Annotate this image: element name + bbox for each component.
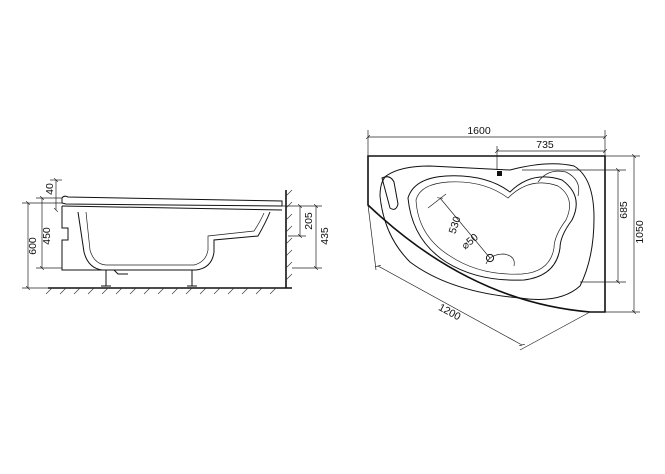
plan-top-dimensions bbox=[368, 130, 605, 170]
tub-profile bbox=[61, 195, 283, 287]
bathtub-rim bbox=[379, 163, 595, 300]
drain-circle bbox=[485, 253, 495, 263]
dim-rim-height: 40 bbox=[44, 183, 56, 195]
plan-inner-dimension bbox=[427, 193, 491, 259]
plan-view: 1600 735 685 1050 1200 530 ⌀50 bbox=[367, 125, 646, 351]
dim-drain: ⌀50 bbox=[459, 231, 481, 252]
wall-hatch bbox=[285, 189, 293, 281]
dim-tub-depth: 450 bbox=[41, 227, 53, 245]
dim-diagonal: 1200 bbox=[436, 302, 462, 324]
bathtub-basin bbox=[407, 175, 577, 281]
floor-hatch bbox=[45, 287, 277, 295]
plan-diagonal-dimension bbox=[367, 204, 591, 351]
side-right-dimensions bbox=[282, 206, 322, 268]
side-view: 600 450 40 205 435 bbox=[22, 180, 331, 295]
overflow-marker bbox=[497, 171, 502, 176]
dim-length: 1600 bbox=[467, 125, 491, 137]
plan-right-dimensions bbox=[522, 156, 640, 312]
dim-total-height: 600 bbox=[27, 237, 39, 255]
side-left-dimensions bbox=[22, 180, 62, 288]
bathtub-outline bbox=[367, 155, 606, 313]
dim-panel-height: 435 bbox=[319, 227, 331, 245]
dim-right-offset: 735 bbox=[536, 139, 554, 151]
dim-right-depth: 685 bbox=[618, 201, 630, 219]
dim-inner-length: 530 bbox=[447, 215, 464, 236]
dim-seat-height: 205 bbox=[303, 212, 315, 230]
dim-width: 1050 bbox=[634, 220, 646, 244]
